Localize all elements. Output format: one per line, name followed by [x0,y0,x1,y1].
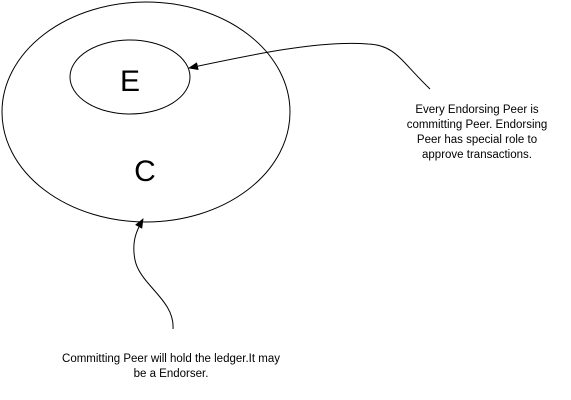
endorsing-note-arrow [188,42,431,90]
endorsing-peer-circle [69,39,191,115]
committing-note-arrow [133,218,174,330]
committing-peer-note: Committing Peer will hold the ledger.It … [62,353,280,380]
committing-circle-label: C [134,155,156,188]
endorsing-peer-note: Every Endorsing Peer is committing Peer.… [406,104,548,161]
endorsing-circle-label: E [120,65,140,98]
committing-peer-circle [1,1,291,223]
